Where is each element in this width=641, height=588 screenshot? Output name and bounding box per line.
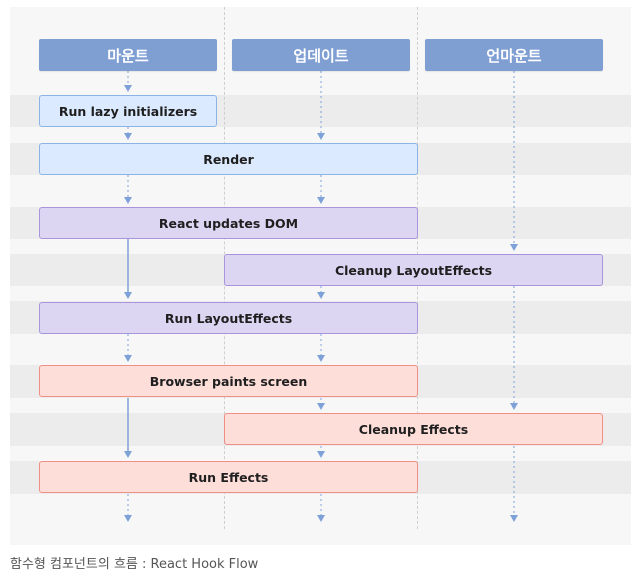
step-cleanup-layout-effects: Cleanup LayoutEffects xyxy=(224,254,603,286)
flow-arrow-head xyxy=(124,355,132,362)
react-hook-flow-diagram: 마운트 업데이트 언마운트 Run lazy initializers Rend… xyxy=(10,7,631,545)
flow-arrow-head xyxy=(510,403,518,410)
flow-arrow-head xyxy=(124,85,132,92)
flow-arrow-head xyxy=(317,515,325,522)
figure-caption: 함수형 컴포넌트의 흐름 : React Hook Flow xyxy=(10,557,259,572)
flow-arrow-head xyxy=(124,515,132,522)
flow-arrow-head xyxy=(317,292,325,299)
flow-arrow-head xyxy=(124,451,132,458)
flow-arrows xyxy=(124,71,518,522)
flow-arrow-head xyxy=(317,355,325,362)
step-run-layout-effects: Run LayoutEffects xyxy=(39,302,418,334)
step-run-effects: Run Effects xyxy=(39,461,418,493)
step-browser-paints-screen: Browser paints screen xyxy=(39,365,418,397)
header-mount: 마운트 xyxy=(39,39,217,71)
step-run-lazy-initializers: Run lazy initializers xyxy=(39,95,217,127)
flow-arrow-head xyxy=(510,515,518,522)
flow-arrow-head xyxy=(317,403,325,410)
flow-arrow-head xyxy=(124,292,132,299)
step-cleanup-effects: Cleanup Effects xyxy=(224,413,603,445)
header-update: 업데이트 xyxy=(232,39,410,71)
flow-arrow-head xyxy=(317,451,325,458)
header-unmount: 언마운트 xyxy=(425,39,603,71)
flow-arrow-head xyxy=(124,133,132,140)
step-render: Render xyxy=(39,143,418,175)
step-react-updates-dom: React updates DOM xyxy=(39,207,418,239)
flow-arrow-head xyxy=(317,197,325,204)
flow-arrow-head xyxy=(510,244,518,251)
flow-arrow-head xyxy=(317,133,325,140)
flow-arrow-head xyxy=(124,197,132,204)
